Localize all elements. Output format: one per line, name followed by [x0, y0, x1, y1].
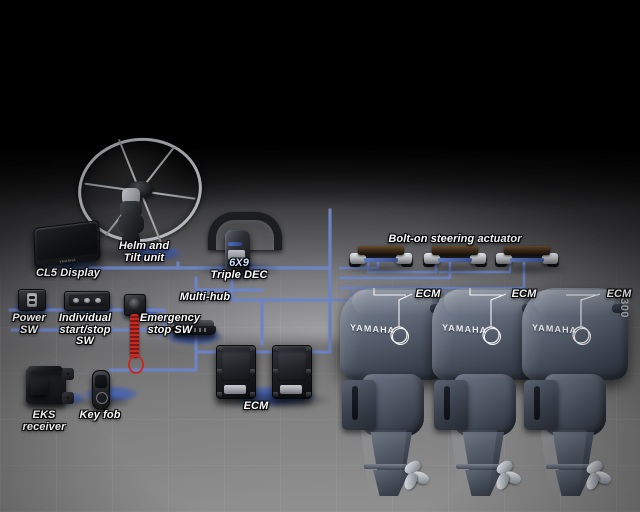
- ecm-callouts: [373, 288, 601, 344]
